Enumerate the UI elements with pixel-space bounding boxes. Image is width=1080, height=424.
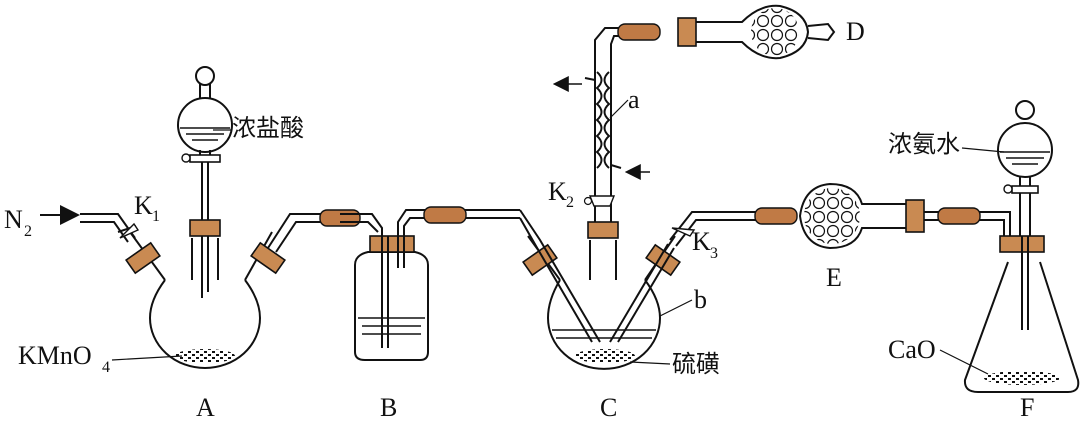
label-apparatus-b: B [380, 393, 397, 422]
connector-cd [617, 23, 661, 41]
drying-tube-e [754, 182, 996, 250]
label-k2: K [548, 177, 567, 206]
label-b: b [694, 285, 707, 314]
bottle-b [340, 209, 520, 361]
label-hcl: 浓盐酸 [232, 114, 304, 142]
connector-ab [319, 209, 361, 227]
label-k1: K [134, 191, 153, 220]
flask-c [519, 27, 760, 370]
a-pointer [609, 99, 629, 119]
kmno4-pointer [111, 355, 183, 361]
flask-f [963, 100, 1080, 393]
label-k3-sub: 3 [710, 245, 718, 262]
label-apparatus-e: E [826, 263, 842, 292]
connector-bc [423, 206, 467, 224]
drying-tube-d [677, 4, 836, 60]
label-k1-sub: 1 [152, 208, 160, 225]
label-d: D [846, 17, 865, 46]
sulfur-pointer [629, 361, 671, 365]
label-apparatus-a: A [196, 393, 215, 422]
label-ammonia: 浓氨水 [888, 130, 960, 158]
label-sulfur: 硫磺 [672, 350, 720, 378]
label-a: a [628, 85, 640, 114]
cao-pointer [939, 349, 989, 375]
label-apparatus-c: C [600, 393, 617, 422]
label-apparatus-f: F [1020, 393, 1034, 422]
label-kmno4-sub: 4 [102, 359, 110, 376]
label-kmno4: KMnO [18, 341, 92, 370]
b-pointer [659, 299, 693, 317]
ammonia-pointer [961, 147, 1005, 153]
label-n2-sub: 2 [24, 223, 32, 240]
label-k2-sub: 2 [566, 194, 574, 211]
label-k3: K [692, 227, 711, 256]
label-n2: N [4, 205, 23, 234]
label-cao: CaO [888, 335, 936, 364]
flask-a [80, 66, 340, 369]
